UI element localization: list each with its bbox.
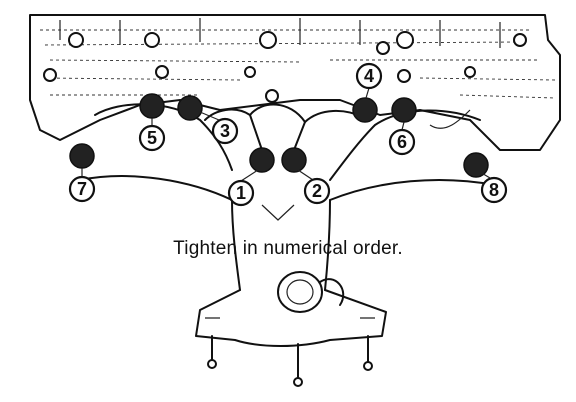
instruction-caption: Tighten in numerical order. [173, 238, 403, 259]
nut-6 [391, 97, 417, 123]
svg-text:4: 4 [364, 66, 374, 86]
svg-text:5: 5 [147, 128, 157, 148]
svg-text:7: 7 [77, 179, 87, 199]
callout-2: 2 [303, 177, 331, 205]
callouts: 1 2 3 4 5 6 7 8 [68, 62, 508, 207]
callout-8: 8 [480, 176, 508, 204]
nut-3 [177, 95, 203, 121]
callout-1: 1 [227, 179, 255, 207]
svg-text:3: 3 [220, 121, 230, 141]
svg-text:6: 6 [397, 132, 407, 152]
callout-7: 7 [68, 175, 96, 203]
nut-4 [352, 97, 378, 123]
svg-text:8: 8 [489, 180, 499, 200]
cylinder-head [29, 14, 561, 151]
nut-1 [249, 147, 275, 173]
nut-8 [463, 152, 489, 178]
leader-lines [81, 87, 491, 221]
manifold-nuts [69, 93, 489, 178]
callout-6: 6 [388, 128, 416, 156]
svg-text:1: 1 [236, 183, 246, 203]
callout-3: 3 [211, 117, 239, 145]
callout-5: 5 [138, 124, 166, 152]
callout-4: 4 [355, 62, 383, 90]
svg-text:2: 2 [312, 181, 322, 201]
nut-5 [139, 93, 165, 119]
nut-7 [69, 143, 95, 169]
nut-2 [281, 147, 307, 173]
